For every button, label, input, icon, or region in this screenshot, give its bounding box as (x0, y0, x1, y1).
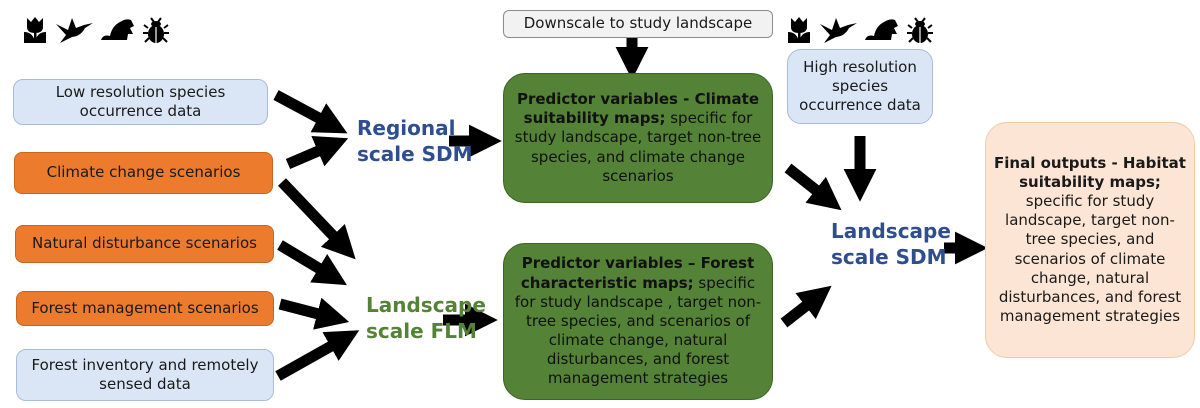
climate-change-scenarios-box: Climate change scenarios (14, 152, 273, 194)
species-icons-right (786, 16, 934, 44)
hummingbird-icon (820, 18, 857, 43)
tulip-icon (788, 17, 810, 43)
forest-predictors-box: Predictor variables – Forest characteris… (503, 243, 773, 400)
low-resolution-data-label: Low resolution species occurrence data (55, 82, 226, 120)
downscale-label: Downscale to study landscape (523, 14, 753, 33)
forest-management-scenarios-box: Forest management scenarios (16, 291, 274, 326)
arrow-natural-to-flm (277, 240, 347, 286)
tulip-icon (24, 17, 46, 43)
downscale-box: Downscale to study landscape (503, 10, 773, 38)
regional-scale-sdm-label: Regional scale SDM (357, 116, 473, 166)
beaver-icon (101, 19, 134, 40)
high-resolution-data-label: High resolution species occurrence data (799, 57, 921, 115)
beaver-icon (865, 19, 898, 40)
climate-predictors-text: Predictor variables - Climate suitabilit… (514, 90, 762, 185)
arrow-climate-to-regional (285, 136, 349, 170)
arrow-management-to-flm (278, 297, 350, 330)
forest-predictors-text: Predictor variables – Forest characteris… (514, 254, 762, 388)
climate-change-scenarios-label: Climate change scenarios (46, 163, 241, 182)
landscape-scale-flm-label: Landscape scale FLM (366, 293, 486, 343)
beetle-icon (907, 17, 933, 43)
natural-disturbance-scenarios-label: Natural disturbance scenarios (32, 234, 257, 253)
low-resolution-data-box: Low resolution species occurrence data (13, 79, 268, 125)
arrow-lowres-to-regional (273, 90, 348, 134)
arrow-inventory-to-flm (275, 330, 360, 381)
arrow-forest-pred-to-landscape-sdm (780, 285, 832, 328)
high-resolution-data-box: High resolution species occurrence data (787, 49, 933, 124)
climate-predictors-box: Predictor variables - Climate suitabilit… (503, 73, 773, 203)
species-icons-left (22, 16, 170, 44)
natural-disturbance-scenarios-box: Natural disturbance scenarios (15, 225, 274, 263)
hummingbird-icon (56, 18, 93, 43)
final-outputs-box: Final outputs - Habitat suitability maps… (985, 122, 1195, 358)
arrow-climate-to-flm (278, 178, 356, 260)
final-outputs-text: Final outputs - Habitat suitability maps… (994, 153, 1186, 326)
forest-inventory-data-label: Forest inventory and remotely sensed dat… (31, 355, 259, 393)
beetle-icon (143, 17, 169, 43)
forest-inventory-data-box: Forest inventory and remotely sensed dat… (16, 349, 274, 401)
landscape-scale-sdm-label: Landscape scale SDM (831, 219, 951, 269)
arrow-climate-pred-to-landscape-sdm (784, 163, 842, 211)
forest-management-scenarios-label: Forest management scenarios (31, 298, 259, 317)
